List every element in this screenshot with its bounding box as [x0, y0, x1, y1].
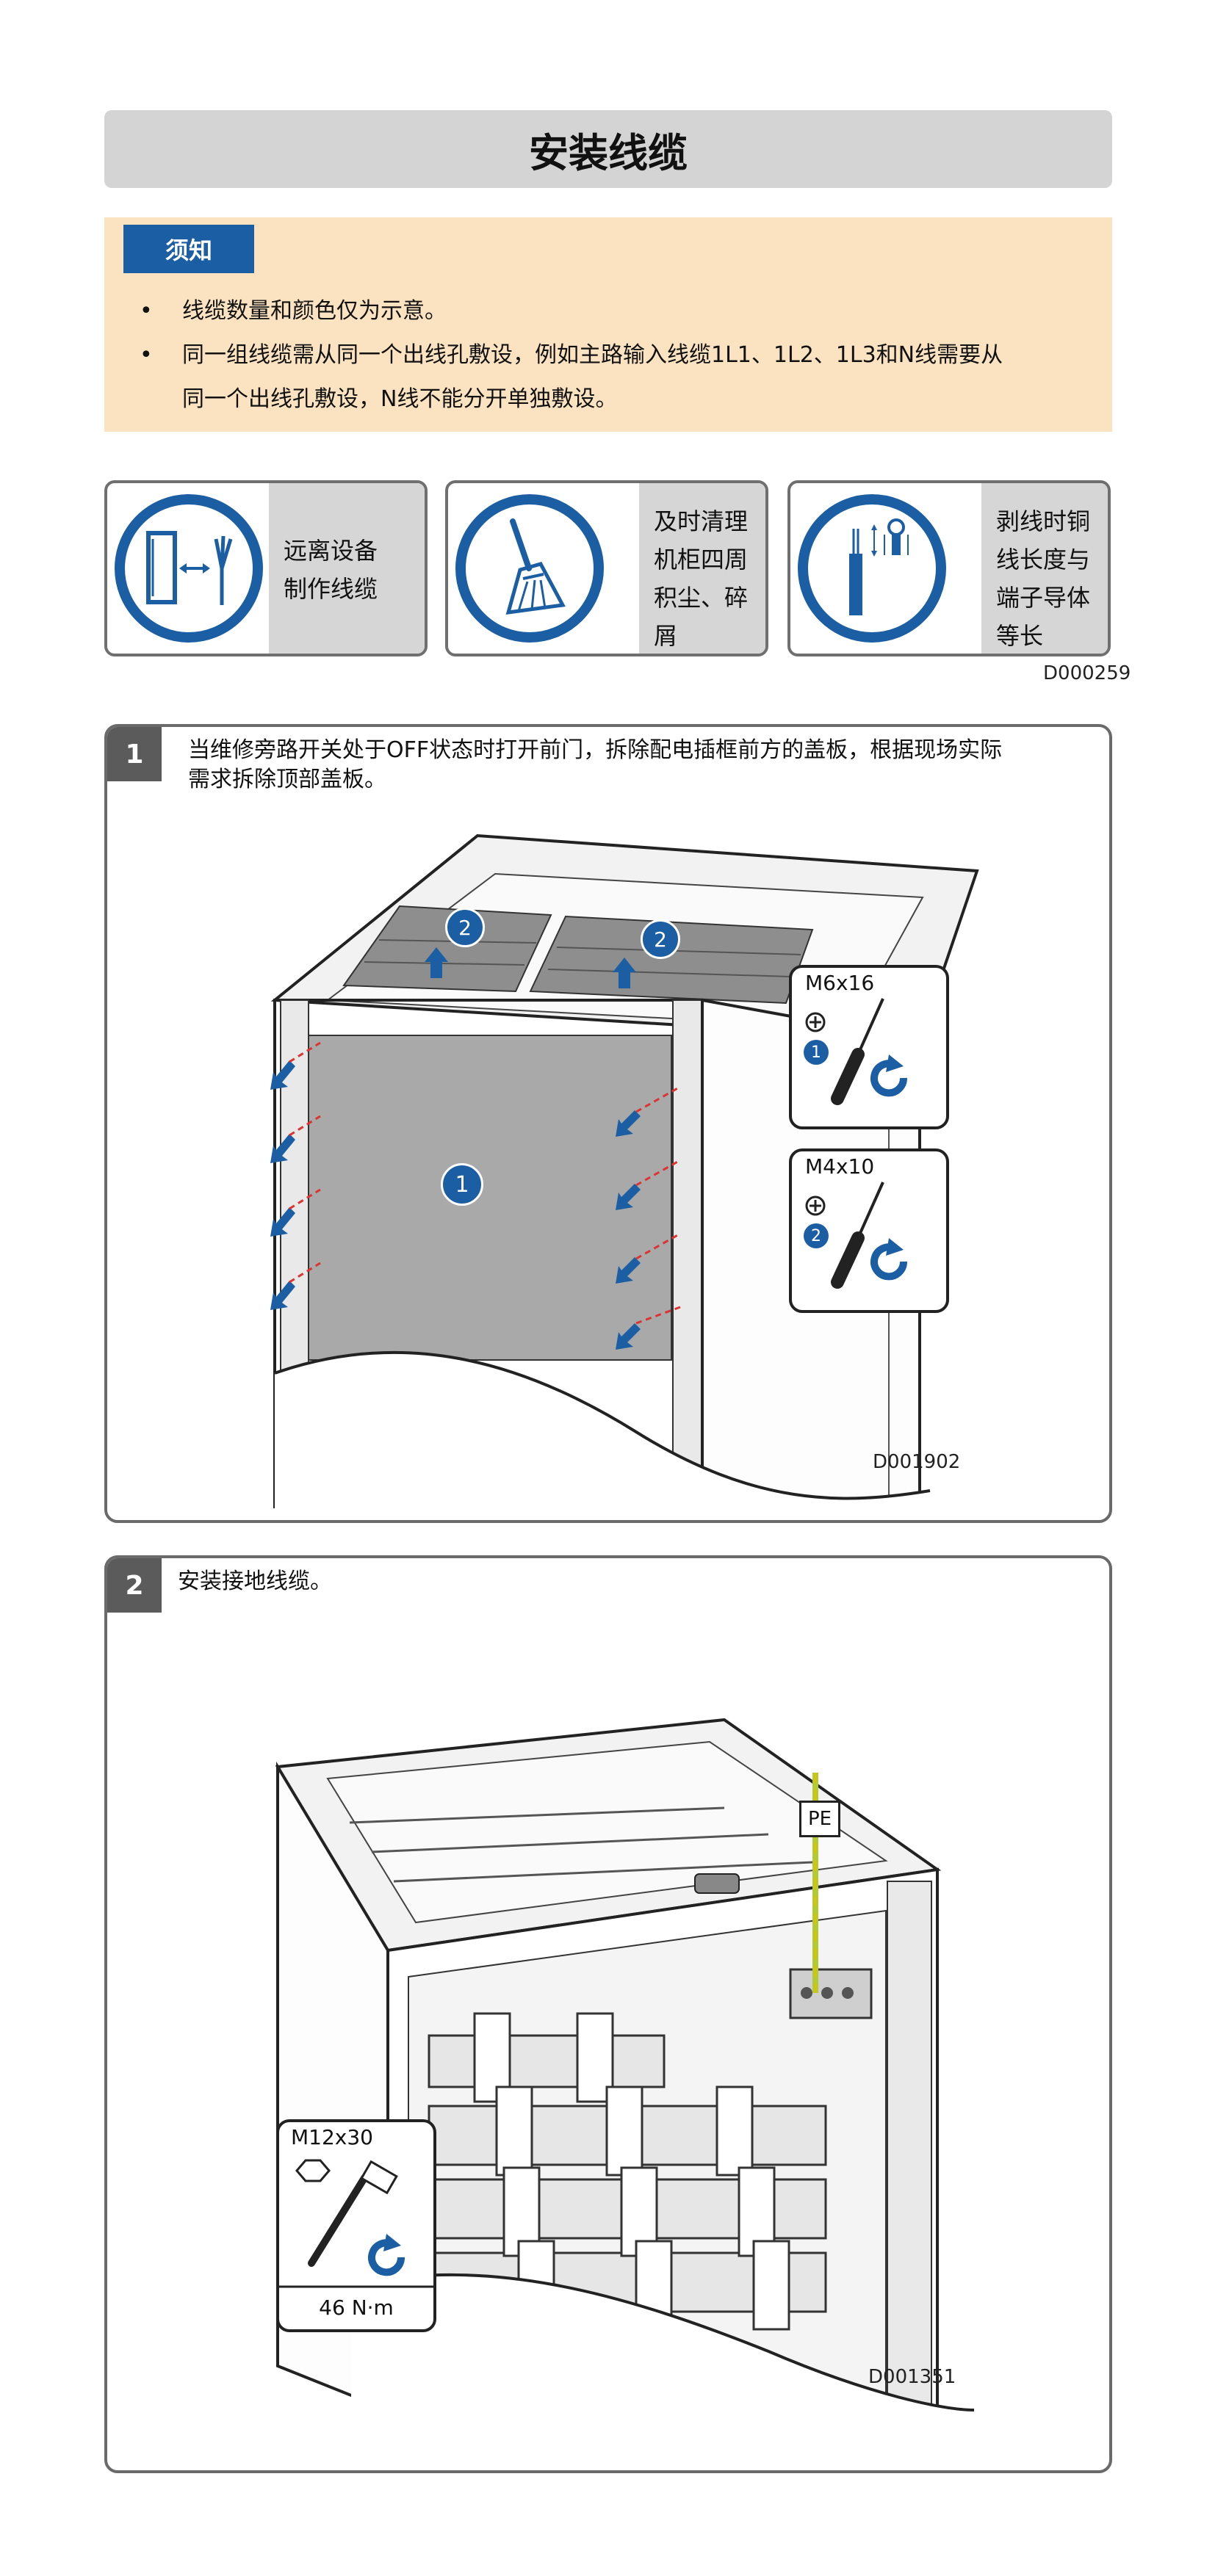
- page-title-bar: 安装线缆: [104, 110, 1112, 188]
- tool-1-number: 1: [804, 1040, 829, 1065]
- tips-figure-code: D000259: [1043, 662, 1131, 684]
- tip-text-3: 剥线时铜 线长度与 端子导体 等长: [981, 483, 1108, 654]
- step-2-illustration: [275, 1718, 975, 2469]
- screwdriver-icon-2: [805, 1182, 908, 1289]
- torque-value: 46 N·m: [319, 2295, 394, 2320]
- notice-box: 须知 •线缆数量和颜色仅为示意。 •同一组线缆需从同一个出线孔敷设，例如主路输入…: [104, 217, 1112, 432]
- tip-text-1: 远离设备 制作线缆: [269, 483, 425, 654]
- callout-1-front-cover: 1: [441, 1163, 483, 1206]
- step-1-text-line-2: 需求拆除顶部盖板。: [188, 767, 386, 792]
- tip-text-2: 及时清理 机柜四周 积尘、碎 屑: [639, 483, 765, 654]
- hex-bolt-icon: [295, 2159, 331, 2182]
- step-2-panel: 2 安装接地线缆。: [104, 1555, 1112, 2473]
- broom-icon: [453, 488, 607, 649]
- tip-card-2: 及时清理 机柜四周 积尘、碎 屑: [445, 480, 768, 656]
- tool-1-screw-label: M6x16: [805, 971, 875, 995]
- tip-card-1: 远离设备 制作线缆: [104, 480, 428, 656]
- tip-card-3: 剥线时铜 线长度与 端子导体 等长: [787, 480, 1111, 656]
- wire-strip-icon: [795, 488, 949, 649]
- pe-label: PE: [799, 1801, 840, 1837]
- notice-bullet-2-cont: 同一个出线孔敷设，N线不能分开单独敷设。: [182, 386, 618, 412]
- callout-2-top-plate-left: 2: [445, 908, 485, 947]
- step-1-illustration: [270, 833, 979, 1520]
- tool-screw-label: M12x30: [291, 2125, 373, 2149]
- cable-away-from-cabinet-icon: [112, 488, 266, 649]
- step-2-figure-code: D001351: [868, 2366, 956, 2388]
- notice-bullet-2: •同一组线缆需从同一个出线孔敷设，例如主路输入线缆1L1、1L2、1L3和N线需…: [140, 342, 1003, 368]
- tool-2-number: 2: [804, 1223, 829, 1248]
- step-2-number: 2: [107, 1558, 162, 1613]
- step-1-text-line-1: 当维修旁路开关处于OFF状态时打开前门，拆除配电插框前方的盖板，根据现场实际: [188, 737, 1003, 763]
- tool-2-screw-label: M4x10: [805, 1154, 875, 1179]
- callout-2-top-plate-right: 2: [641, 919, 680, 959]
- notice-tag: 须知: [123, 225, 254, 273]
- step-1-number: 1: [107, 727, 162, 781]
- step-2-text: 安装接地线缆。: [178, 1569, 332, 1594]
- notice-bullet-1: •线缆数量和颜色仅为示意。: [140, 298, 447, 324]
- torque-wrench-icon: [308, 2160, 405, 2276]
- screwdriver-icon: [805, 998, 908, 1105]
- page-title: 安装线缆: [529, 129, 688, 176]
- step-1-panel: 1 当维修旁路开关处于OFF状态时打开前门，拆除配电插框前方的盖板，根据现场实际…: [104, 724, 1112, 1523]
- step-1-figure-code: D001902: [873, 1451, 961, 1473]
